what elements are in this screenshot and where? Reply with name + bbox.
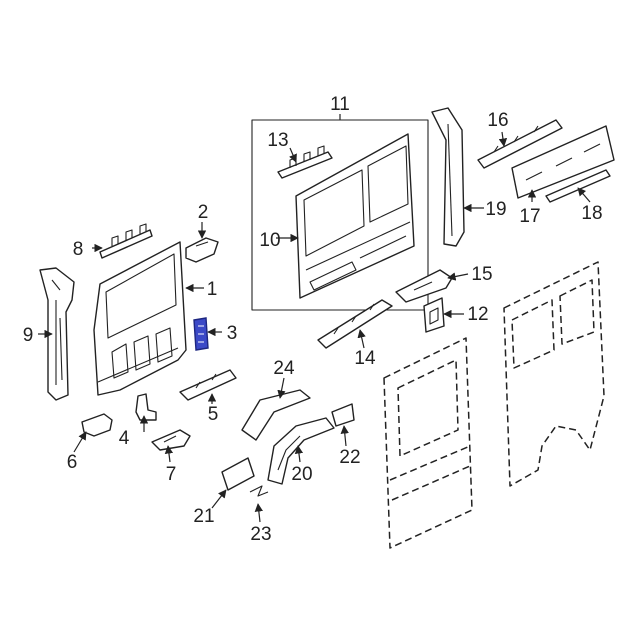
part-4-bracket bbox=[135, 393, 157, 421]
part-3-reinforcement bbox=[193, 317, 209, 351]
part-21-bracket bbox=[221, 457, 255, 491]
part-1-side-panel bbox=[93, 241, 187, 396]
callout-8: 8 bbox=[73, 239, 84, 260]
part-2-bracket bbox=[185, 237, 219, 263]
part-9-pillar bbox=[39, 267, 75, 401]
part-18-rail bbox=[545, 169, 611, 203]
leader-lines bbox=[38, 114, 591, 523]
callout-13: 13 bbox=[267, 130, 288, 151]
part-13-bracket-strip bbox=[277, 145, 333, 179]
callout-21: 21 bbox=[193, 506, 214, 527]
callout-18: 18 bbox=[581, 203, 602, 224]
part-16-rail bbox=[477, 119, 563, 169]
callout-6: 6 bbox=[67, 452, 78, 473]
callout-5: 5 bbox=[208, 404, 219, 425]
callout-11: 11 bbox=[330, 94, 350, 115]
part-24-wheelhouse-outer bbox=[241, 389, 311, 441]
part-23-clip bbox=[249, 485, 269, 497]
part-15-bracket bbox=[395, 269, 453, 303]
callout-7: 7 bbox=[166, 464, 177, 485]
callout-15: 15 bbox=[471, 264, 492, 285]
callout-20: 20 bbox=[291, 464, 312, 485]
part-8-bracket-strip bbox=[99, 223, 153, 259]
callout-23: 23 bbox=[250, 524, 271, 545]
part-17-panel bbox=[511, 125, 615, 199]
part-22-bracket bbox=[331, 403, 355, 427]
part-10-inner-panel bbox=[295, 133, 415, 299]
callout-labels: 11 13 10 2 8 1 3 9 4 5 6 7 19 16 17 18 1… bbox=[23, 94, 603, 545]
body-outline-right bbox=[503, 261, 605, 487]
callout-12: 12 bbox=[467, 304, 488, 325]
callout-19: 19 bbox=[485, 199, 506, 220]
callout-14: 14 bbox=[354, 348, 376, 369]
callout-10: 10 bbox=[259, 230, 280, 251]
callout-2: 2 bbox=[198, 202, 209, 223]
callout-9: 9 bbox=[23, 325, 34, 346]
callout-4: 4 bbox=[119, 428, 130, 449]
part-7-bracket bbox=[151, 429, 191, 451]
door-outline-left bbox=[383, 337, 473, 549]
part-6-bracket bbox=[81, 413, 113, 437]
part-5-rail bbox=[179, 369, 237, 401]
callout-17: 17 bbox=[519, 206, 540, 227]
callout-22: 22 bbox=[339, 447, 360, 468]
part-19-pillar bbox=[431, 107, 465, 247]
callout-1: 1 bbox=[207, 279, 218, 300]
part-14-rail bbox=[317, 299, 393, 349]
callout-24: 24 bbox=[273, 358, 295, 379]
callout-3: 3 bbox=[227, 323, 238, 344]
callout-16: 16 bbox=[487, 110, 508, 131]
part-20-wheelhouse-inner bbox=[267, 417, 335, 485]
part-12-bracket bbox=[423, 297, 445, 333]
